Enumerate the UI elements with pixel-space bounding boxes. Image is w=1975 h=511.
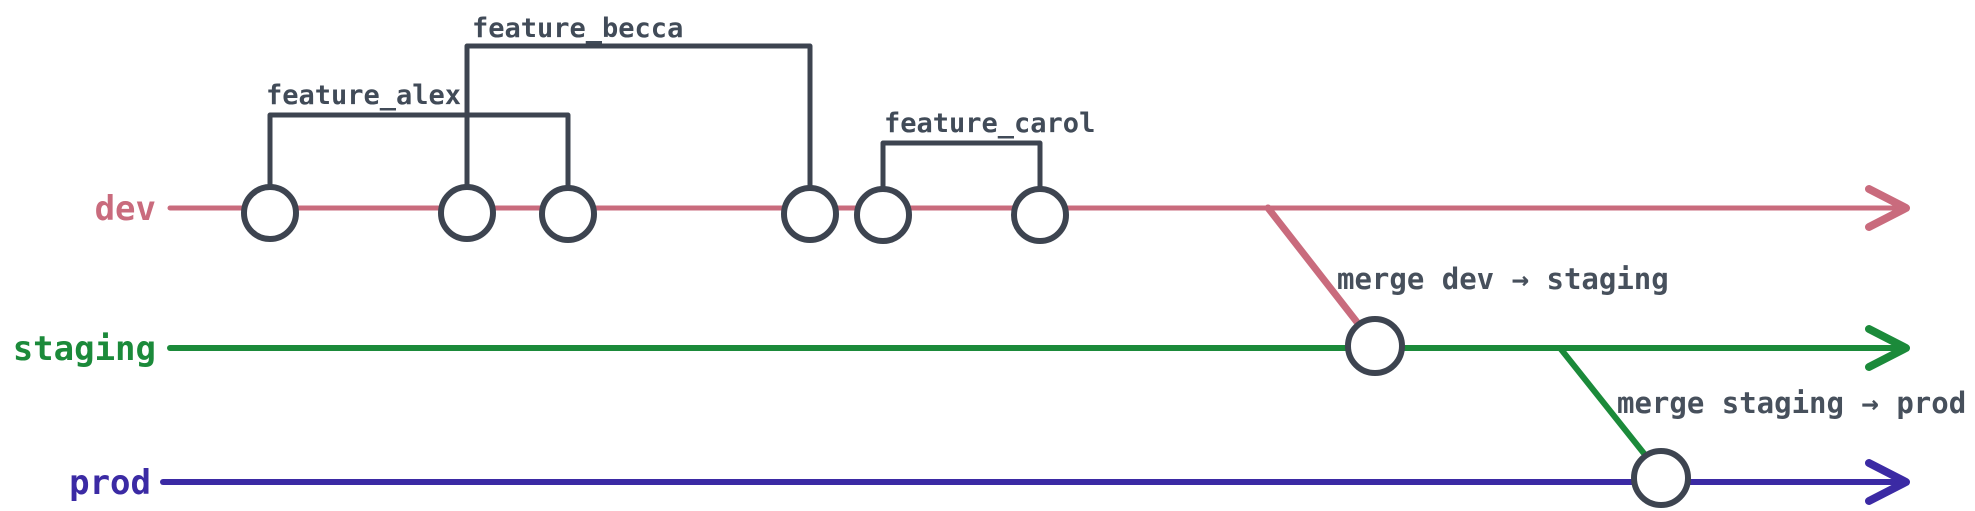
dev-commit-node-1: [241, 184, 299, 242]
feature-carol-bracket: [880, 140, 1043, 193]
feature-alex-bracket: [267, 112, 571, 192]
staging-arrowhead-icon: [1865, 325, 1910, 371]
staging-branch-label: staging: [13, 329, 156, 369]
dev-branch-label: dev: [95, 189, 156, 229]
staging-merge-commit-node: [1345, 316, 1405, 376]
dev-commit-node-5: [854, 186, 912, 244]
feature-alex-label: feature_alex: [266, 80, 461, 111]
prod-arrowhead-icon: [1865, 459, 1910, 505]
merge-staging-to-prod-label: merge staging → prod: [1617, 386, 1966, 420]
dev-commit-node-2: [438, 184, 496, 242]
merge-staging-to-prod-line: [1557, 345, 1649, 459]
merge-dev-to-staging-line: [1264, 204, 1364, 330]
merge-dev-to-staging-label: merge dev → staging: [1337, 262, 1669, 296]
feature-becca-bracket: [464, 43, 813, 192]
prod-merge-commit-node: [1631, 448, 1691, 508]
feature-becca-label: feature_becca: [472, 13, 683, 44]
dev-commit-node-3: [539, 185, 597, 243]
dev-commit-node-4: [781, 185, 839, 243]
prod-branch-label: prod: [69, 463, 151, 503]
dev-arrowhead-icon: [1865, 185, 1910, 231]
feature-carol-label: feature_carol: [884, 108, 1095, 139]
dev-commit-node-6: [1011, 186, 1069, 244]
